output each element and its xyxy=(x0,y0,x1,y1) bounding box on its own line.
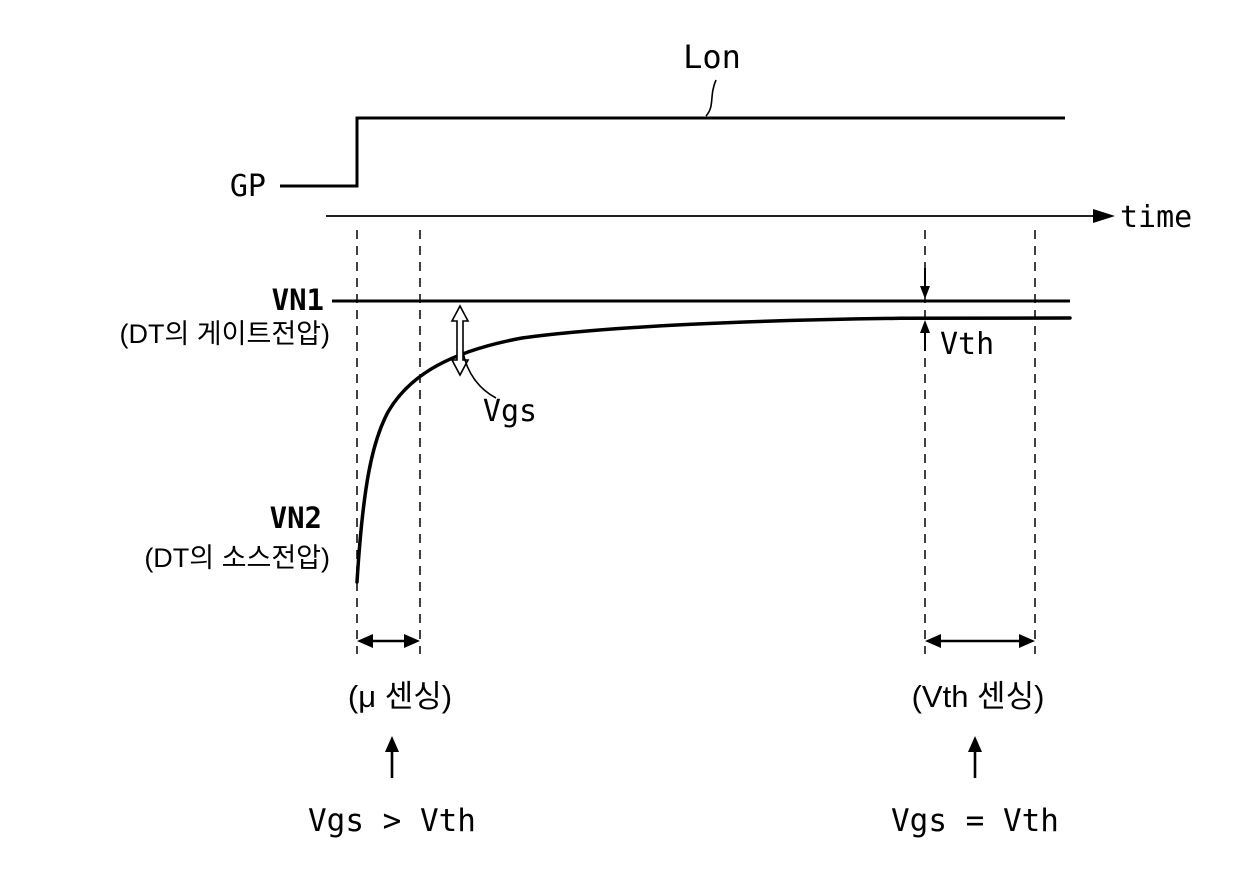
mu-interval-left-head xyxy=(357,634,373,648)
vth-interval-right-head xyxy=(1019,634,1035,648)
left-condition-label: Vgs > Vth xyxy=(308,803,476,839)
vn2-curve xyxy=(355,316,1072,584)
vth-sensing-interval-arrow xyxy=(925,634,1035,648)
right-condition-label: Vgs = Vth xyxy=(891,803,1059,839)
time-axis-label: time xyxy=(1120,200,1192,235)
right-pointer-up-arrow xyxy=(968,736,982,778)
vgs-leader-line xyxy=(462,351,497,399)
vgs-double-arrow xyxy=(450,304,470,377)
gp-waveform xyxy=(280,116,1065,188)
gp-label: GP xyxy=(230,169,266,204)
vth-label: Vth xyxy=(940,327,994,362)
vn1-sublabel: (DT의 게이트전압) xyxy=(119,319,330,349)
vth-interval-left-head xyxy=(925,634,941,648)
mu-sensing-interval-arrow xyxy=(357,634,420,648)
lon-leader-line xyxy=(705,79,717,117)
vgs-label: Vgs xyxy=(483,394,537,429)
vn2-label: VN2 xyxy=(270,501,322,535)
mu-sensing-label: (μ 센싱) xyxy=(348,679,452,714)
vth-arrow-up-head xyxy=(920,320,930,333)
vn2-sublabel: (DT의 소스전압) xyxy=(144,543,330,573)
time-axis-arrowhead xyxy=(1093,209,1115,223)
vth-sensing-label: (Vth 센싱) xyxy=(912,679,1045,714)
lon-label: Lon xyxy=(683,38,741,76)
right-pointer-head xyxy=(968,736,982,752)
mu-interval-right-head xyxy=(404,634,420,648)
left-pointer-head xyxy=(385,736,399,752)
vth-arrow-down-head xyxy=(920,286,930,299)
vn1-label: VN1 xyxy=(272,283,324,317)
left-pointer-up-arrow xyxy=(385,736,399,778)
